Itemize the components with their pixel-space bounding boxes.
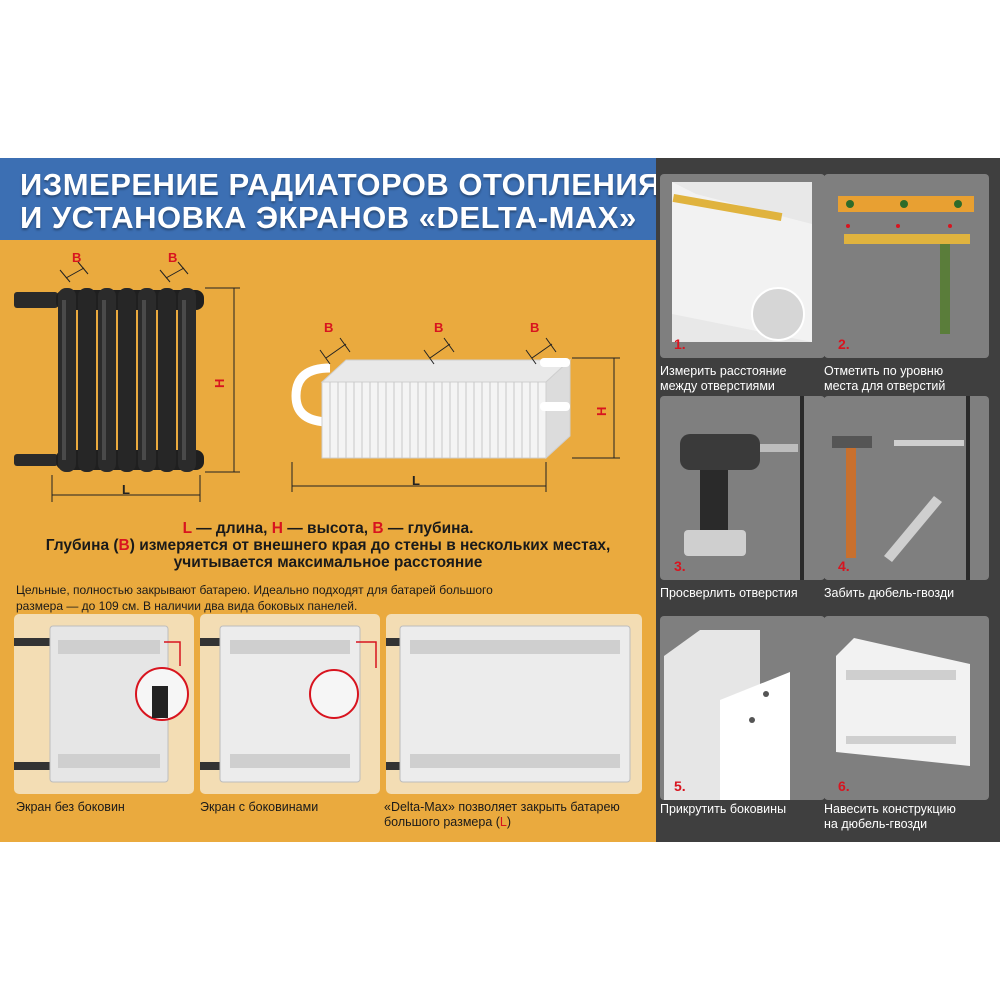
side-panel-illustration [664, 630, 790, 800]
legend-b: B [372, 520, 384, 537]
installation-steps-panel: 1. Измерить расстояние между отверстиями… [656, 158, 1000, 842]
depth-label-2: B [168, 250, 177, 265]
infographic-poster: ИЗМЕРЕНИЕ РАДИАТОРОВ ОТОПЛЕНИЯ И УСТАНОВ… [0, 158, 1000, 842]
step-2-caption: Отметить по уровню места для отверстий [824, 364, 945, 394]
screen-with-sides-illustration [200, 625, 377, 783]
step-1-caption-line-1: Измерить расстояние [660, 364, 787, 378]
card-caption-1: Экран без боковин [16, 800, 125, 814]
screen-no-sides-illustration [14, 625, 189, 783]
screen-card-with-sides [200, 614, 380, 794]
step-4-caption: Забить дюбель-гвозди [824, 586, 954, 601]
steel-dimension-lines [291, 337, 620, 492]
screen-card-large [386, 614, 642, 794]
measurement-legend: L — длина, H — высота, B — глубина. Глуб… [0, 520, 656, 571]
depth-label-1: B [72, 250, 81, 265]
step-5-image: 5. [660, 616, 825, 800]
depth-label-3: B [324, 320, 333, 335]
depth-label-4: B [434, 320, 443, 335]
step-2-number: 2. [838, 336, 850, 352]
step-2-image: 2. [824, 174, 989, 358]
card-caption-3-letter: L [499, 815, 507, 829]
measure-illustration [672, 182, 812, 342]
step-6-number: 6. [838, 778, 850, 794]
card-caption-2: Экран с боковинами [200, 800, 319, 814]
step-1-caption: Измерить расстояние между отверстиями [660, 364, 786, 394]
steel-radiator-illustration [291, 358, 572, 460]
depth-label-5: B [530, 320, 539, 335]
step-4-image: 4. [824, 396, 989, 580]
legend-line-2: Глубина (B) измеряется от внешнего края … [0, 537, 656, 554]
intro-line-1: Цельные, полностью закрывают батарею. Ид… [16, 583, 493, 597]
card-caption-3-suffix: ) [506, 815, 512, 829]
step-4-caption-line-1: Забить дюбель-гвозди [824, 586, 955, 600]
step-3-number: 3. [674, 558, 686, 574]
legend-line-1: L — длина, H — высота, B — глубина. [0, 520, 656, 537]
step-4-number: 4. [838, 558, 850, 574]
step-1-caption-line-2: между отверстиями [660, 379, 775, 393]
step-6-caption-line-1: Навесить конструкцию [824, 802, 956, 816]
screen-large-illustration [386, 625, 631, 783]
length-label-2: L [412, 473, 420, 488]
title-line-1: ИЗМЕРЕНИЕ РАДИАТОРОВ ОТОПЛЕНИЯ [20, 167, 661, 202]
card-caption-3-line-1: «Delta-Max» позволяет закрыть батарею [384, 800, 620, 814]
height-label-1: H [212, 379, 227, 388]
step-2-caption-line-1: Отметить по уровню [824, 364, 944, 378]
legend-line-3: учитывается максимальное расстояние [173, 554, 483, 571]
length-label-1: L [122, 482, 130, 497]
step-6-caption: Навесить конструкцию на дюбель-гвозди [824, 802, 956, 832]
card-caption-3: «Delta-Max» позволяет закрыть батарею бо… [384, 800, 654, 830]
step-5-caption-line-1: Прикрутить боковины [660, 802, 787, 816]
step-6-caption-line-2: на дюбель-гвозди [824, 817, 928, 831]
title-band [0, 158, 656, 240]
legend-l-text: — длина, [191, 520, 272, 537]
legend-l: L [182, 520, 192, 537]
legend-b-text: — глубина. [383, 520, 474, 537]
page-title: ИЗМЕРЕНИЕ РАДИАТОРОВ ОТОПЛЕНИЯ И УСТАНОВ… [20, 168, 661, 234]
step-6-image: 6. [824, 616, 989, 800]
title-line-2: И УСТАНОВКА ЭКРАНОВ «DELTA-MAX» [20, 200, 637, 235]
card-caption-3-prefix: большого размера ( [384, 815, 500, 829]
screen-card-no-sides [14, 614, 194, 794]
step-5-caption: Прикрутить боковины [660, 802, 786, 817]
measurement-diagram: B B L H [14, 250, 620, 502]
drill-illustration [680, 396, 804, 580]
legend-depth-suffix: ) измеряется от внешнего края до стены в… [129, 537, 611, 554]
step-5-number: 5. [674, 778, 686, 794]
hammer-illustration [832, 396, 970, 580]
cast-iron-radiator-illustration [14, 288, 204, 472]
cast-iron-dimension-lines [51, 261, 240, 502]
step-3-caption: Просверлить отверстия [660, 586, 798, 601]
step-1-number: 1. [674, 336, 686, 352]
intro-line-2: размера — до 109 см. В наличии два вида … [16, 599, 358, 613]
height-label-2: H [594, 407, 609, 416]
step-1-image: 1. [660, 174, 825, 358]
card-caption-3-line-2: большого размера (L) [384, 815, 654, 830]
legend-depth-letter: B [118, 537, 130, 554]
step-3-image: 3. [660, 396, 825, 580]
step-3-caption-line-1: Просверлить отверстия [660, 586, 798, 600]
level-illustration [838, 196, 974, 334]
legend-h-text: — высота, [282, 520, 373, 537]
step-2-caption-line-2: места для отверстий [824, 379, 946, 393]
legend-h: H [271, 520, 283, 537]
mounted-screen-illustration [836, 638, 970, 766]
intro-text: Цельные, полностью закрывают батарею. Ид… [16, 582, 556, 614]
legend-depth-prefix: Глубина ( [45, 537, 119, 554]
